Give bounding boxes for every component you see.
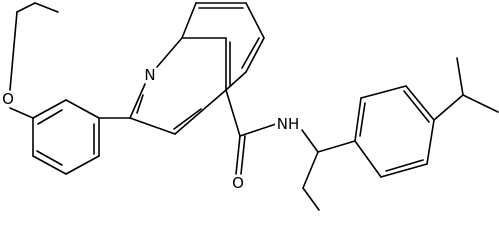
bond-14 [129, 83, 146, 119]
amide-nitrogen-label: NH [275, 115, 301, 133]
bond-8 [32, 155, 67, 175]
bond-18 [174, 89, 227, 135]
bond-20 [136, 94, 144, 114]
bond-0 [34, 2, 59, 13]
amide-nitrogen-text: NH [277, 115, 300, 133]
ether-oxygen-label: O [0, 90, 16, 108]
ether-oxygen-text: O [2, 90, 14, 108]
bond-42 [360, 85, 407, 99]
molecule-structure: O N O NH [0, 2, 499, 211]
bond-30 [225, 89, 241, 137]
bond-1 [16, 2, 36, 13]
ring-nitrogen-text: N [144, 66, 155, 84]
bond-36 [302, 187, 320, 211]
bond-22 [173, 108, 202, 130]
bond-46 [359, 102, 366, 137]
bond-39 [380, 163, 428, 178]
bond-33 [239, 123, 277, 137]
bond-25 [245, 2, 265, 39]
bond-49 [462, 94, 499, 113]
bond-37 [317, 140, 356, 153]
bond-40 [426, 119, 435, 165]
bond-7 [65, 155, 100, 175]
bond-3 [9, 107, 34, 119]
bonds [9, 2, 499, 211]
bond-41 [405, 85, 435, 121]
bond-4 [32, 99, 67, 119]
atom-labels: O N O NH [0, 66, 301, 192]
bond-31 [235, 135, 241, 175]
bond-2 [9, 11, 18, 91]
bond-43 [354, 97, 362, 142]
bond-26 [245, 37, 265, 73]
amide-oxygen-text: O [232, 174, 244, 192]
bond-45 [403, 90, 430, 123]
bond-48 [456, 57, 464, 96]
bond-23 [181, 2, 197, 39]
bond-47 [433, 94, 464, 121]
bond-35 [302, 151, 319, 189]
bond-15 [156, 37, 183, 68]
bond-5 [65, 99, 100, 119]
bond-10 [37, 109, 63, 125]
bond-29 [241, 37, 260, 69]
ring-nitrogen-label: N [142, 66, 158, 84]
bond-12 [36, 150, 63, 166]
bond-34 [301, 129, 319, 153]
amide-oxygen-label: O [230, 174, 246, 192]
bond-32 [240, 135, 246, 175]
bond-38 [354, 140, 382, 178]
bond-27 [225, 71, 247, 91]
bond-19 [129, 117, 176, 135]
bond-44 [385, 159, 424, 172]
